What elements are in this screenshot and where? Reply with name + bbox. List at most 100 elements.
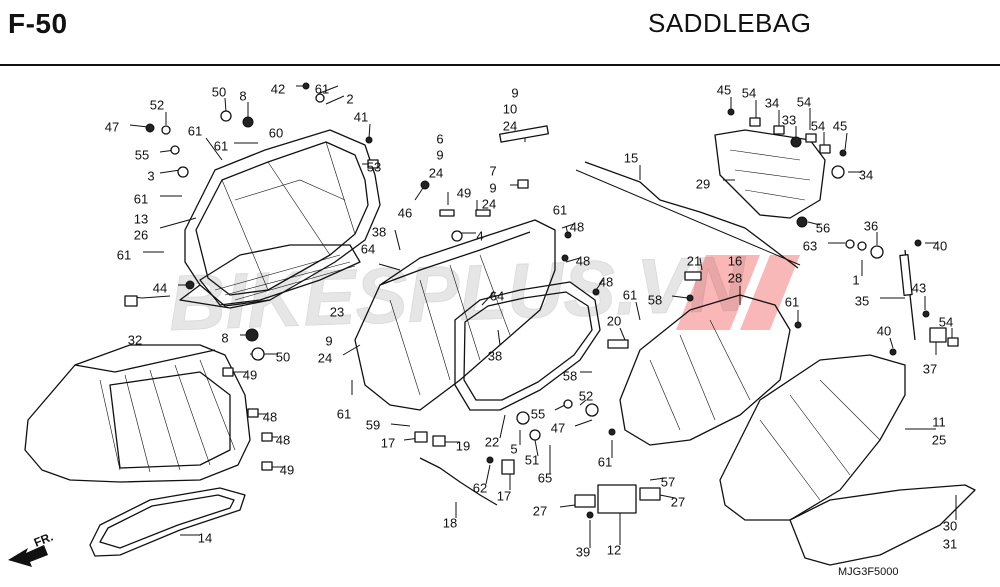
front-marker-text: FR. [32, 530, 55, 550]
diagram-reference-code: MJG3F5000 [838, 566, 899, 578]
callout-part-9: 9 [511, 85, 518, 100]
callout-part-61: 61 [785, 294, 799, 309]
callout-part-21: 21 [687, 253, 701, 268]
callout-part-24: 24 [482, 196, 496, 211]
watermark-logo-mark [676, 255, 800, 330]
callout-part-1: 1 [852, 272, 859, 287]
callout-part-38: 38 [372, 224, 386, 239]
callout-part-45: 45 [717, 82, 731, 97]
callout-part-64: 64 [361, 241, 375, 256]
callout-part-9: 9 [325, 333, 332, 348]
callout-part-5: 5 [510, 441, 517, 456]
callout-part-61: 61 [623, 287, 637, 302]
callout-part-16: 16 [728, 253, 742, 268]
callout-part-24: 24 [318, 350, 332, 365]
callout-part-26: 26 [134, 227, 148, 242]
callout-part-61: 61 [337, 406, 351, 421]
callout-part-48: 48 [276, 432, 290, 447]
callout-part-55: 55 [531, 406, 545, 421]
diagram-code-label: F-50 [8, 8, 68, 39]
callout-part-14: 14 [198, 530, 212, 545]
callout-part-49: 49 [457, 185, 471, 200]
callout-part-9: 9 [489, 180, 496, 195]
callout-part-4: 4 [476, 228, 483, 243]
callout-part-49: 49 [280, 462, 294, 477]
watermark: BIKESPLUS.VN [167, 238, 749, 347]
callout-part-50: 50 [276, 349, 290, 364]
callout-part-46: 46 [398, 205, 412, 220]
callout-part-30: 30 [943, 518, 957, 533]
fasteners [124, 82, 959, 519]
header-divider [0, 64, 1000, 66]
callout-part-37: 37 [923, 361, 937, 376]
callout-part-41: 41 [354, 109, 368, 124]
saddlebag-case-left [24, 344, 251, 483]
callout-part-34: 34 [765, 95, 779, 110]
callout-part-54: 54 [939, 314, 953, 329]
callout-part-63: 63 [803, 238, 817, 253]
callout-part-20: 20 [607, 313, 621, 328]
callout-part-23: 23 [330, 304, 344, 319]
callout-part-8: 8 [221, 330, 228, 345]
callout-part-48: 48 [599, 274, 613, 289]
inner-liner-left [179, 129, 381, 309]
callout-part-61: 61 [188, 123, 202, 138]
liner-panel-23 [199, 244, 361, 306]
callout-part-11: 11 [932, 414, 946, 429]
callout-part-40: 40 [933, 238, 947, 253]
callout-part-22: 22 [485, 434, 499, 449]
callout-part-38: 38 [488, 348, 502, 363]
callout-part-57: 57 [661, 474, 675, 489]
callout-part-54: 54 [797, 94, 811, 109]
callout-part-47: 47 [105, 119, 119, 134]
callout-part-27: 27 [533, 503, 547, 518]
callout-part-17: 17 [381, 435, 395, 450]
callout-part-3: 3 [147, 168, 154, 183]
callout-part-49: 49 [243, 367, 257, 382]
callout-part-53: 53 [367, 159, 381, 174]
callout-part-12: 12 [607, 542, 621, 557]
callout-part-61: 61 [214, 138, 228, 153]
front-direction-marker: FR. [8, 530, 55, 567]
callout-part-7: 7 [489, 163, 496, 178]
callout-part-39: 39 [576, 544, 590, 559]
callout-part-61: 61 [553, 202, 567, 217]
callout-part-13: 13 [134, 211, 148, 226]
callout-part-62: 62 [473, 480, 487, 495]
callout-part-45: 45 [833, 118, 847, 133]
callout-part-48: 48 [570, 219, 584, 234]
saddlebag-shell-right [719, 354, 906, 521]
callout-part-36: 36 [864, 218, 878, 233]
callout-part-59: 59 [366, 417, 380, 432]
callout-part-52: 52 [579, 388, 593, 403]
callout-part-43: 43 [912, 280, 926, 295]
callout-part-6: 6 [436, 131, 443, 146]
callout-part-40: 40 [877, 323, 891, 338]
callout-part-64: 64 [490, 288, 504, 303]
callout-part-47: 47 [551, 420, 565, 435]
callout-part-44: 44 [153, 280, 167, 295]
callout-part-55: 55 [135, 147, 149, 162]
callout-part-56: 56 [816, 220, 830, 235]
callout-part-61: 61 [134, 191, 148, 206]
callout-part-9: 9 [436, 147, 443, 162]
callout-part-61: 61 [315, 81, 329, 96]
cable-18 [419, 457, 498, 506]
callout-part-58: 58 [563, 368, 577, 383]
callout-part-32: 32 [128, 332, 142, 347]
callout-part-58: 58 [648, 292, 662, 307]
callout-part-25: 25 [932, 432, 946, 447]
stay-rod-15 [584, 161, 799, 269]
callout-part-34: 34 [859, 167, 873, 182]
callout-part-28: 28 [728, 270, 742, 285]
callout-part-10: 10 [503, 101, 517, 116]
callout-part-48: 48 [576, 253, 590, 268]
watermark-text: BIKESPLUS.VN [168, 239, 749, 347]
callout-part-15: 15 [624, 150, 638, 165]
callout-part-50: 50 [212, 84, 226, 99]
callout-part-48: 48 [263, 409, 277, 424]
callout-part-19: 19 [456, 438, 470, 453]
callout-part-27: 27 [671, 494, 685, 509]
